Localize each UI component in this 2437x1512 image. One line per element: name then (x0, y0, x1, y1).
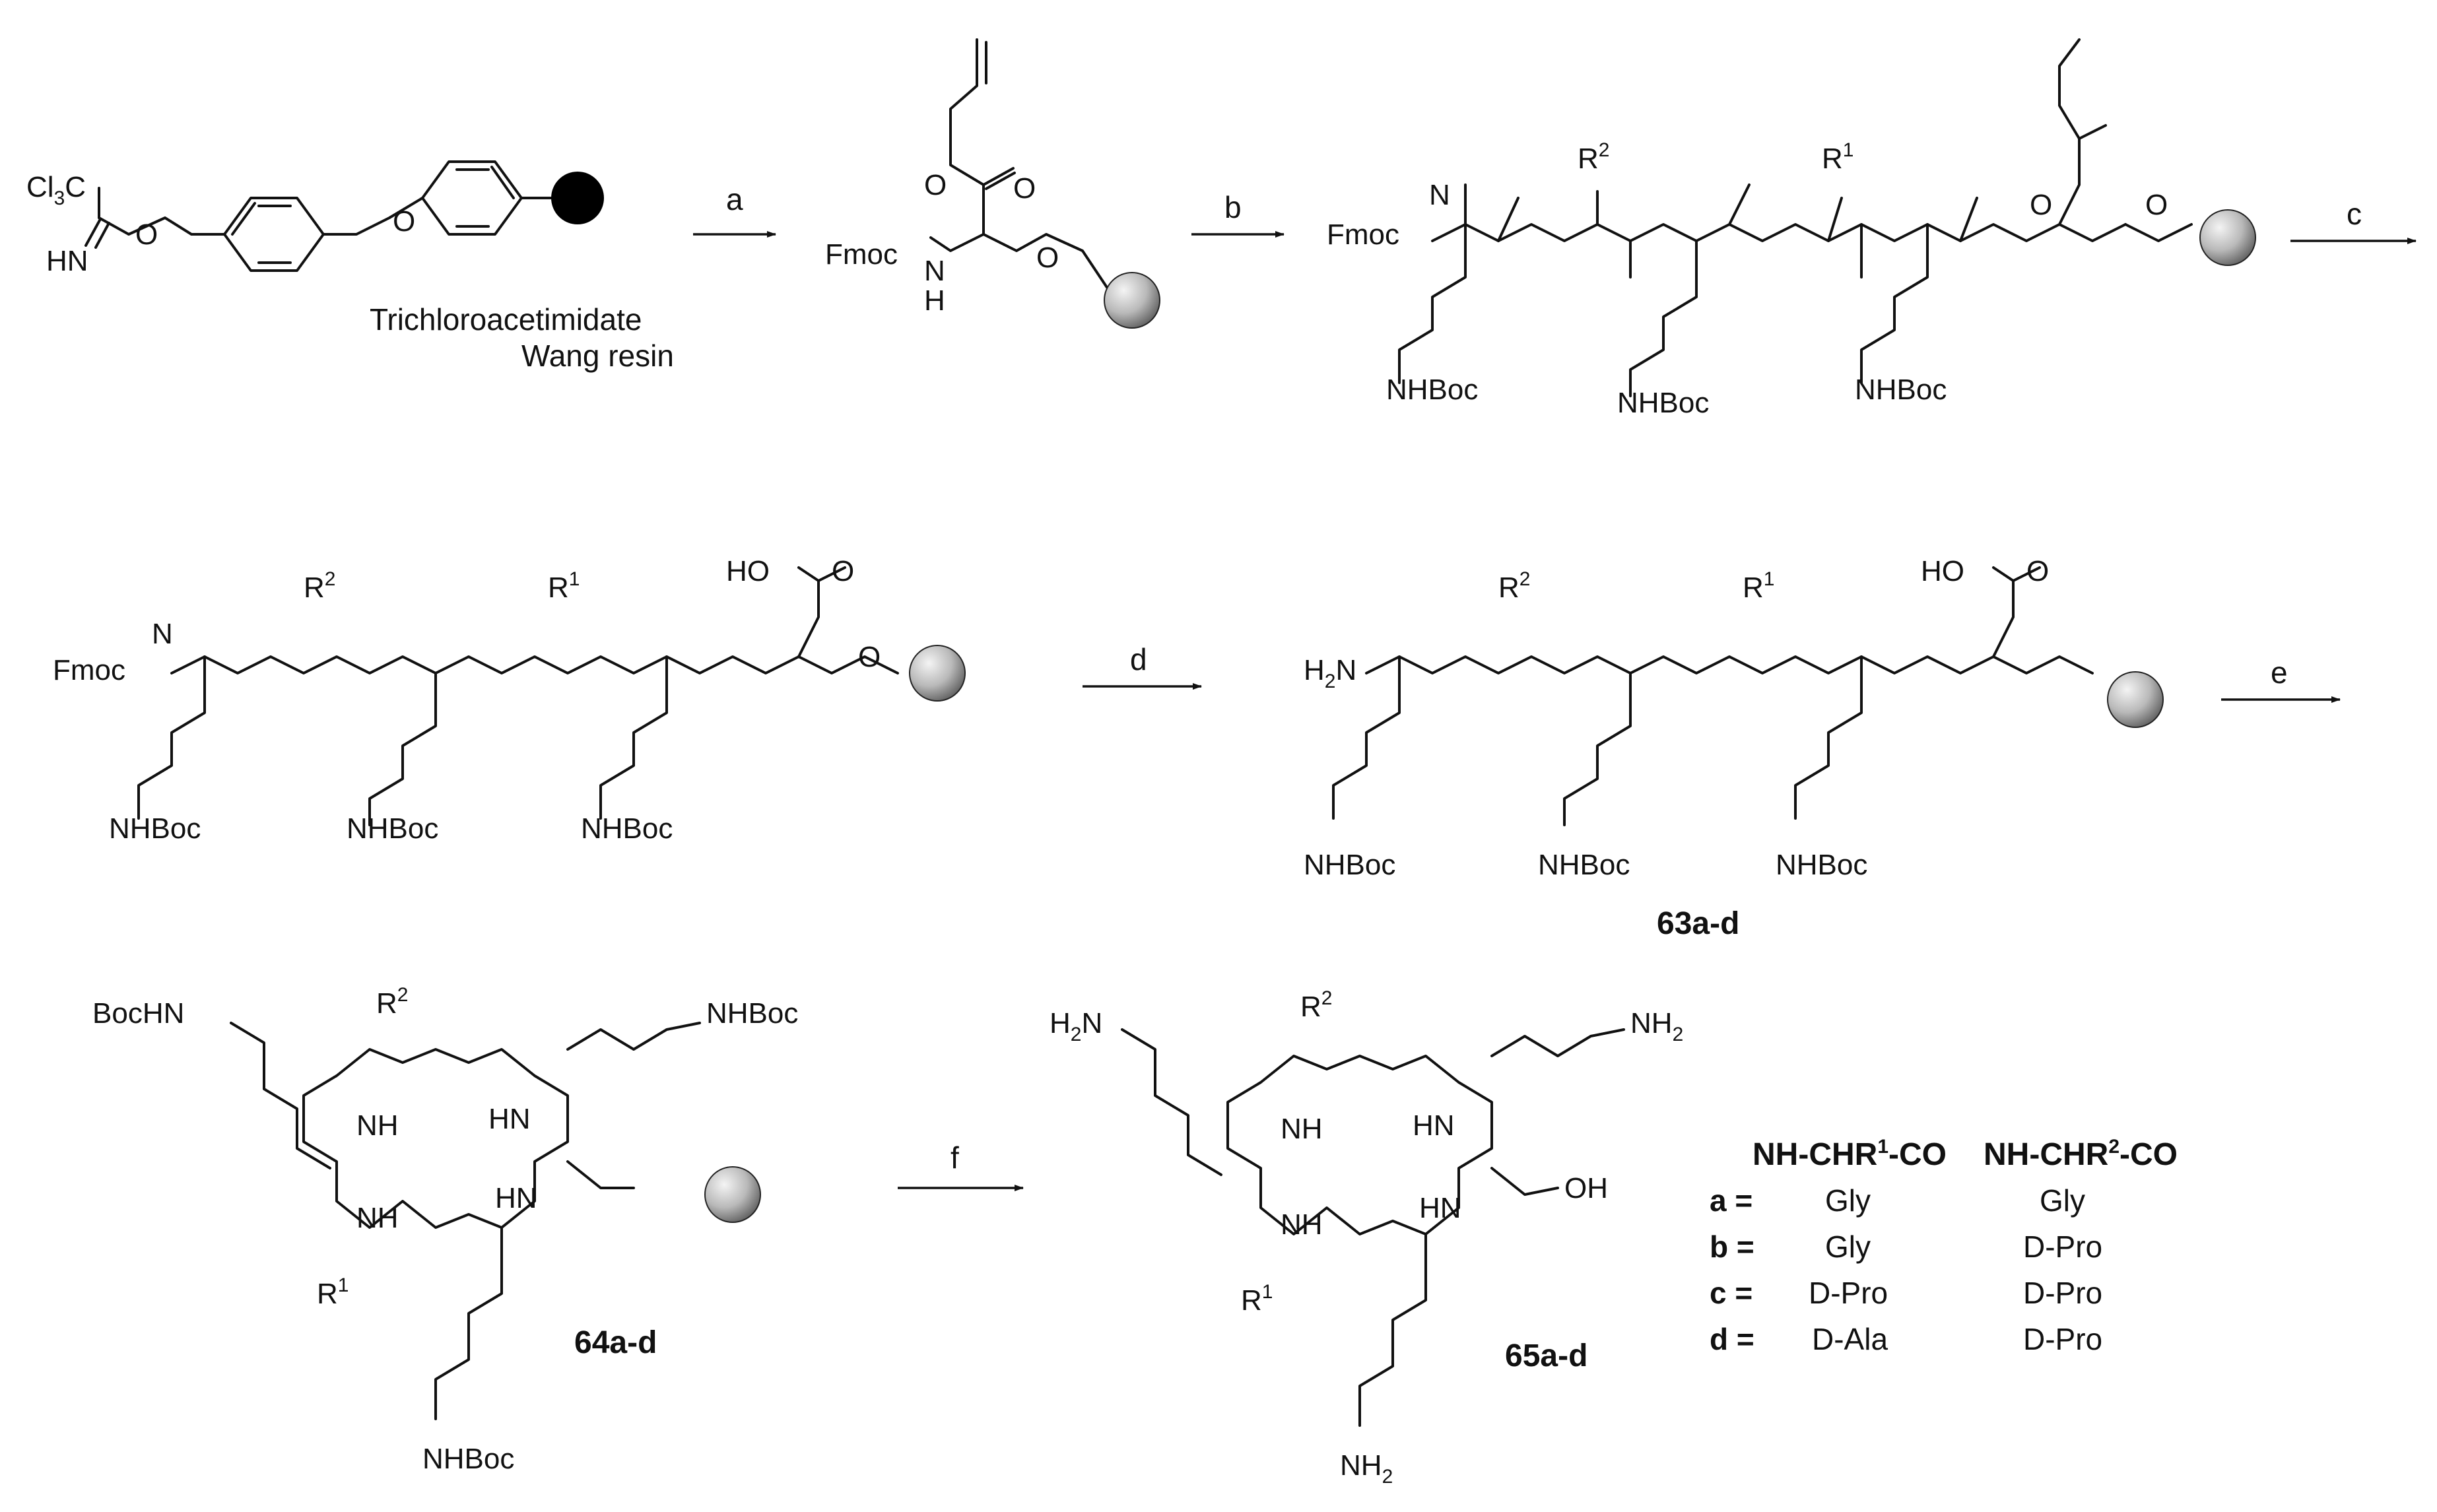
table-row-r2: D-Pro (2023, 1276, 2102, 1310)
trichloroacetimidate-wang-resin: Cl3C HN O O Trichloroacetimidate Wang re… (26, 160, 674, 373)
nhboc-label: NHBoc (109, 812, 201, 845)
oxygen-label: O (135, 218, 158, 251)
nhboc-label: NHBoc (347, 812, 438, 845)
table-row-key: c = (1710, 1276, 1753, 1310)
step-label-b: b (1224, 190, 1242, 224)
nhboc-label: NHBoc (1617, 387, 1709, 419)
hn-label: HN (495, 1182, 537, 1214)
step-label-f: f (951, 1140, 959, 1175)
oxygen-label: O (1013, 172, 1036, 205)
table-row-key: b = (1710, 1230, 1754, 1264)
bochn-label: BocHN (92, 997, 184, 1030)
table-row-r2: D-Pro (2023, 1230, 2102, 1264)
step-label-e: e (2271, 655, 2288, 690)
r2-label: R2 (1498, 568, 1530, 604)
ho-label: HO (726, 555, 770, 587)
table-row-r2: D-Pro (2023, 1322, 2102, 1356)
r1-label: R1 (1743, 568, 1774, 604)
nh-label: NH (1281, 1113, 1323, 1145)
fmoc-label: Fmoc (1327, 218, 1399, 251)
oxygen-label: O (832, 555, 854, 587)
substituent-table: NH-CHR1-CO NH-CHR2-CO a = Gly Gly b = Gl… (1710, 1136, 2178, 1356)
table-row-r1: Gly (1825, 1230, 1871, 1264)
nhboc-label: NHBoc (1776, 849, 1867, 881)
r2-label: R2 (1578, 139, 1609, 175)
nhboc-label: NHBoc (1386, 374, 1478, 406)
hn-label: HN (1413, 1109, 1455, 1142)
table-row-r2: Gly (2040, 1183, 2085, 1218)
ho-label: HO (1921, 555, 1964, 587)
nitrogen-label: N (924, 255, 945, 287)
compound-label-65: 65a-d (1505, 1338, 1587, 1373)
oxygen-label: O (2026, 555, 2049, 587)
table-row-key: a = (1710, 1183, 1753, 1218)
oxygen-label: O (393, 205, 415, 238)
compound-label-64: 64a-d (574, 1325, 657, 1360)
linear-peptide-fmoc-allyl: Fmoc N NHBoc NHBoc NHBoc R2 R1 O O (1327, 38, 2256, 419)
nhboc-label: NHBoc (422, 1443, 514, 1475)
fmoc-label: Fmoc (53, 654, 125, 686)
resin-bead (1104, 272, 1160, 329)
compound-65: H2N NH2 NH2 OH R2 R1 NH NH HN HN 65a-d (1050, 987, 1683, 1488)
compound-63: H2N NHBoc NHBoc NHBoc R2 R1 HO O 63a-d (1304, 555, 2164, 941)
hydrogen-label: H (924, 284, 945, 317)
r1-label: R1 (1822, 139, 1853, 175)
table-row-key: d = (1710, 1322, 1754, 1356)
nh-label: NH (356, 1109, 399, 1142)
r1-label: R1 (317, 1274, 349, 1310)
fmoc-serine-allyl-resin: O O Fmoc N H O (825, 38, 1160, 329)
linear-peptide-fmoc-acid: Fmoc N NHBoc NHBoc NHBoc R2 R1 HO O O (53, 555, 966, 845)
oxygen-label: O (2030, 189, 2052, 221)
oxygen-label: O (2145, 189, 2168, 221)
oxygen-label: O (924, 169, 947, 201)
nitrogen-label: N (1429, 179, 1450, 211)
r2-label: R2 (376, 984, 408, 1020)
nhboc-label: NHBoc (1304, 849, 1395, 881)
nhboc-label: NHBoc (1538, 849, 1630, 881)
resin-bead (2107, 671, 2164, 728)
resin-bead (909, 645, 966, 702)
step-label-d: d (1130, 642, 1147, 676)
table-row-r1: Gly (1825, 1183, 1871, 1218)
nh2-label: NH2 (1340, 1449, 1393, 1488)
step-label-c: c (2347, 197, 2362, 231)
resin-name-line1: Trichloroacetimidate (370, 302, 642, 337)
oxygen-label: O (858, 641, 881, 673)
r1-label: R1 (1241, 1281, 1273, 1317)
r2-label: R2 (1300, 987, 1332, 1023)
table-row-r1: D-Ala (1812, 1322, 1888, 1356)
cl3c-label: Cl3C (26, 171, 86, 209)
table-header-col2: NH-CHR2-CO (1984, 1136, 2178, 1172)
nh-label: NH (1281, 1208, 1323, 1241)
compound-label-63: 63a-d (1657, 906, 1739, 941)
r2-label: R2 (304, 568, 335, 604)
oh-label: OH (1564, 1172, 1608, 1204)
hn-label: HN (488, 1103, 531, 1135)
hn-label: HN (46, 245, 88, 277)
fmoc-label: Fmoc (825, 238, 898, 271)
table-row-r1: D-Pro (1809, 1276, 1888, 1310)
nhboc-label: NHBoc (1855, 374, 1947, 406)
r1-label: R1 (548, 568, 580, 604)
nh2-label: NH2 (1630, 1007, 1683, 1045)
nh-label: NH (356, 1202, 399, 1234)
nhboc-label: NHBoc (581, 812, 673, 845)
step-label-a: a (726, 182, 743, 216)
resin-bead-black (551, 172, 604, 224)
nitrogen-label: N (152, 618, 173, 650)
nhboc-label: NHBoc (706, 997, 798, 1030)
h2n-label: H2N (1050, 1007, 1102, 1045)
table-header-col1: NH-CHR1-CO (1753, 1136, 1947, 1172)
h2n-label: H2N (1304, 654, 1356, 692)
resin-bead (2199, 209, 2256, 266)
oxygen-label: O (1036, 242, 1059, 274)
compound-64: BocHN NHBoc NHBoc R2 R1 NH NH HN HN 64a-… (92, 984, 798, 1475)
resin-bead (704, 1166, 761, 1223)
resin-name-line2: Wang resin (521, 339, 674, 373)
hn-label: HN (1419, 1192, 1461, 1224)
